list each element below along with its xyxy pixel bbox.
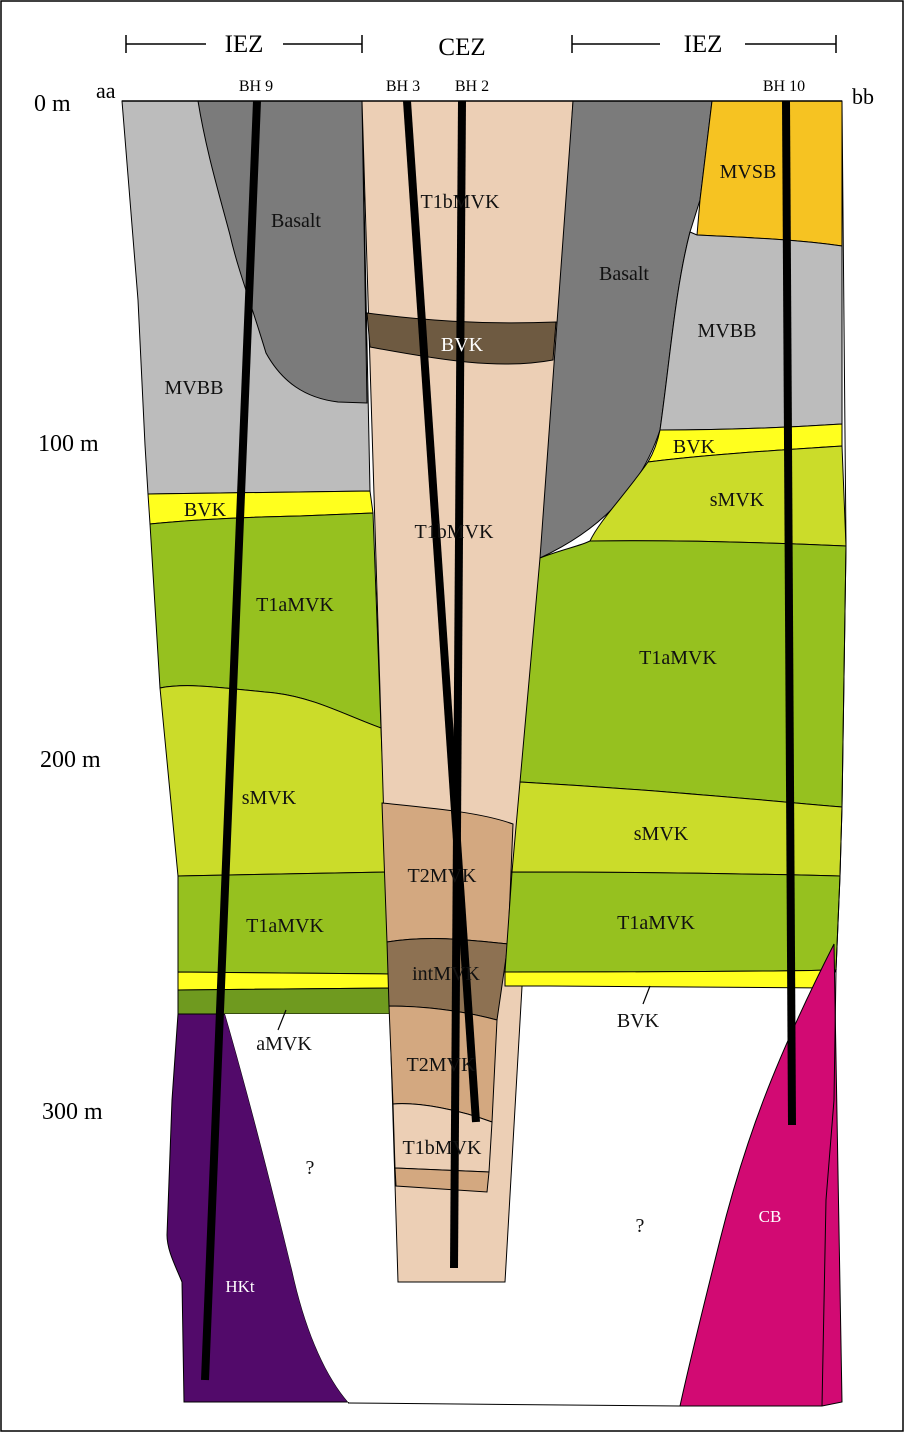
unit-label-t1amvk-right-lower: T1aMVK (617, 912, 695, 934)
unit-label-mvbb-right: MVBB (698, 320, 757, 342)
unit-label-t1amvk-right-upper: T1aMVK (639, 647, 717, 669)
unit-label-cb: CB (759, 1207, 782, 1226)
unit-label-mvbb-left: MVBB (165, 377, 224, 399)
depth-label-200: 200 m (40, 747, 101, 773)
unit-label-amvk: aMVK (256, 1033, 312, 1055)
zone-label-center: CEZ (438, 34, 485, 61)
unit-label-t1amvk-left-lower: T1aMVK (246, 915, 324, 937)
unit-label-smvk-right-upper: sMVK (710, 489, 765, 511)
unit-label-t1bmvk-bottom: T1bMVK (403, 1137, 482, 1159)
depth-label-300: 300 m (42, 1099, 103, 1125)
section-end-right: bb (852, 84, 874, 109)
unit-label-t1bmvk-mid: T1bMVK (415, 521, 494, 543)
section-end-left: aa (96, 78, 116, 103)
unit-label-smvk-left: sMVK (242, 787, 297, 809)
unit-label-basalt-left: Basalt (271, 210, 321, 232)
unit-label-unknown-right: ? (636, 1215, 645, 1237)
unit-label-t1amvk-left-upper: T1aMVK (256, 594, 334, 616)
borehole-label-bh10: BH 10 (763, 78, 805, 95)
unit-label-bvk-left: BVK (184, 499, 227, 521)
borehole-label-bh3: BH 3 (386, 78, 420, 95)
zone-label-left: IEZ (225, 31, 264, 58)
unit-label-bvk-bottom-right: BVK (617, 1010, 660, 1032)
unit-label-basalt-right: Basalt (599, 263, 649, 285)
unit-label-t2mvk-lower: T2MVK (407, 1054, 476, 1076)
unit-label-t2mvk-upper: T2MVK (408, 865, 477, 887)
unit-label-bvk-right: BVK (673, 436, 716, 458)
bvk-left-lower-layer (178, 972, 390, 990)
depth-label-100: 100 m (38, 431, 99, 457)
zone-label-right: IEZ (684, 31, 723, 58)
unit-label-bvk-center: BVK (441, 334, 484, 356)
unit-label-mvsb: MVSB (720, 161, 777, 183)
unit-label-unknown-left: ? (306, 1157, 315, 1179)
unit-label-hkt: HKt (225, 1277, 255, 1296)
unit-label-intmvk: intMVK (412, 963, 480, 985)
borehole-label-bh9: BH 9 (239, 78, 273, 95)
depth-label-0: 0 m (34, 91, 71, 117)
amvk-layer (178, 988, 390, 1014)
borehole-label-bh2: BH 2 (455, 78, 489, 95)
unit-label-smvk-right-lower: sMVK (634, 823, 689, 845)
t1amvk-right-upper-layer (520, 541, 846, 807)
bvk-right-lower-layer (505, 970, 836, 988)
unit-label-t1bmvk-top: T1bMVK (421, 191, 500, 213)
